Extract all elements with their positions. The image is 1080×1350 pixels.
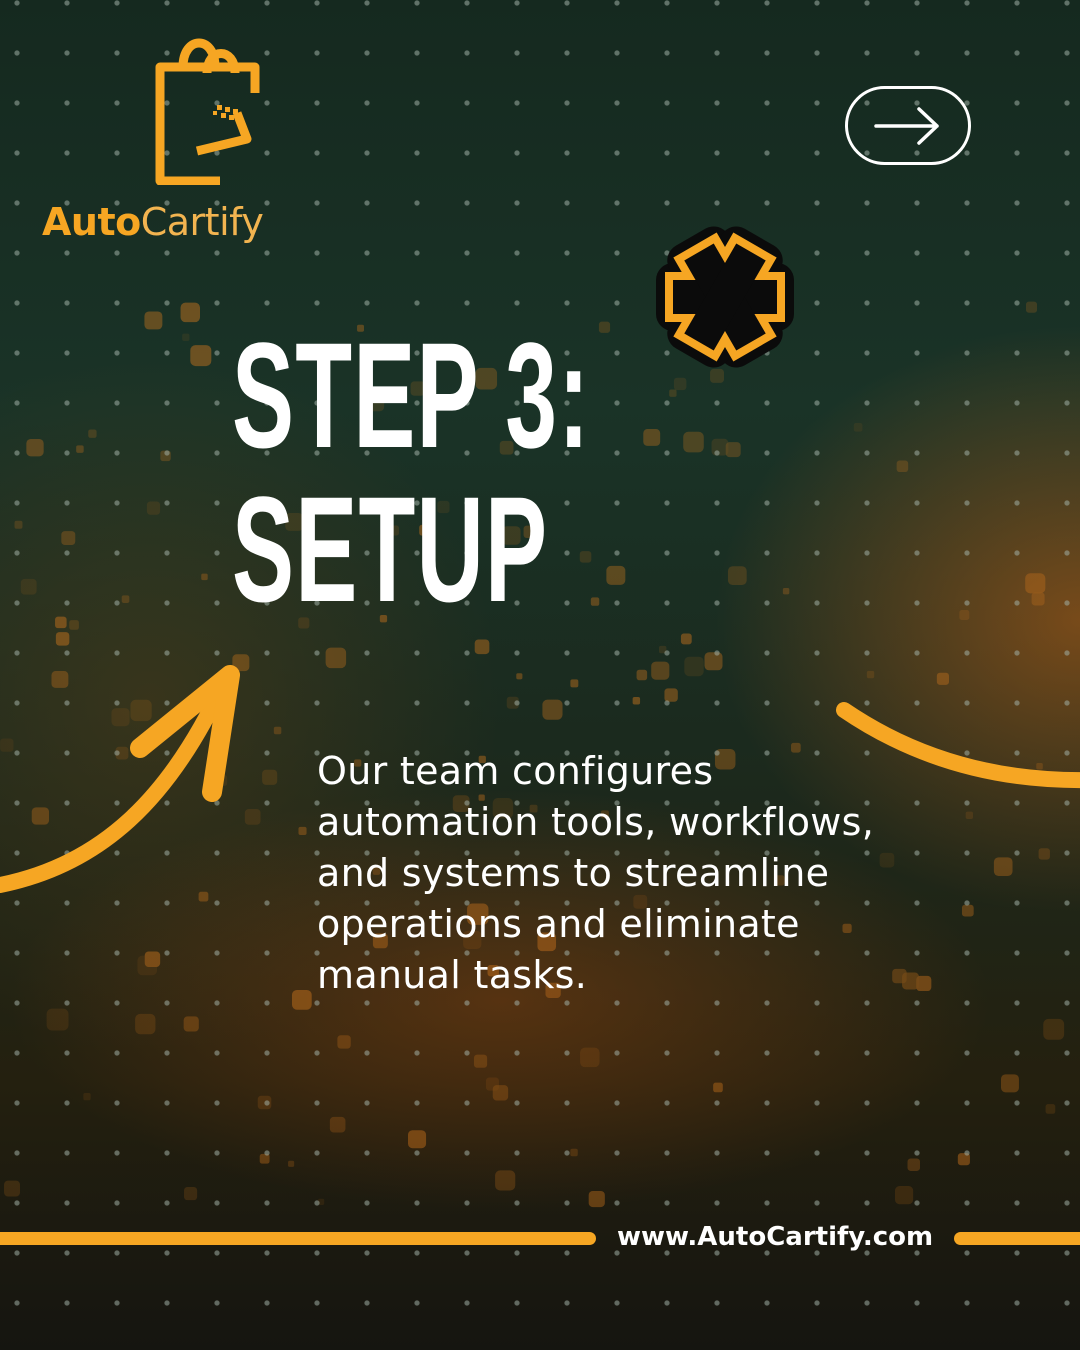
- description-text: Our team configures automation tools, wo…: [317, 749, 875, 997]
- curved-arrow-icon: [0, 665, 240, 893]
- shopping-bag-logo-icon: [155, 38, 260, 185]
- page-title: STEP 3: SETUP: [232, 318, 590, 626]
- title-line-1: STEP 3:: [232, 311, 591, 479]
- footer-divider-left: [0, 1232, 596, 1245]
- brand-name-light: Cartify: [140, 200, 264, 244]
- title-line-2: SETUP: [232, 465, 549, 633]
- asterisk-icon: [656, 226, 794, 368]
- arrow-right-icon: [874, 106, 939, 145]
- footer-divider-right: [954, 1232, 1080, 1245]
- website-link[interactable]: www.AutoCartify.com: [617, 1222, 934, 1252]
- decorative-curve: [836, 702, 1080, 789]
- brand-name: AutoCartify: [42, 200, 264, 244]
- brand-name-bold: Auto: [42, 200, 141, 244]
- next-button[interactable]: [845, 86, 971, 165]
